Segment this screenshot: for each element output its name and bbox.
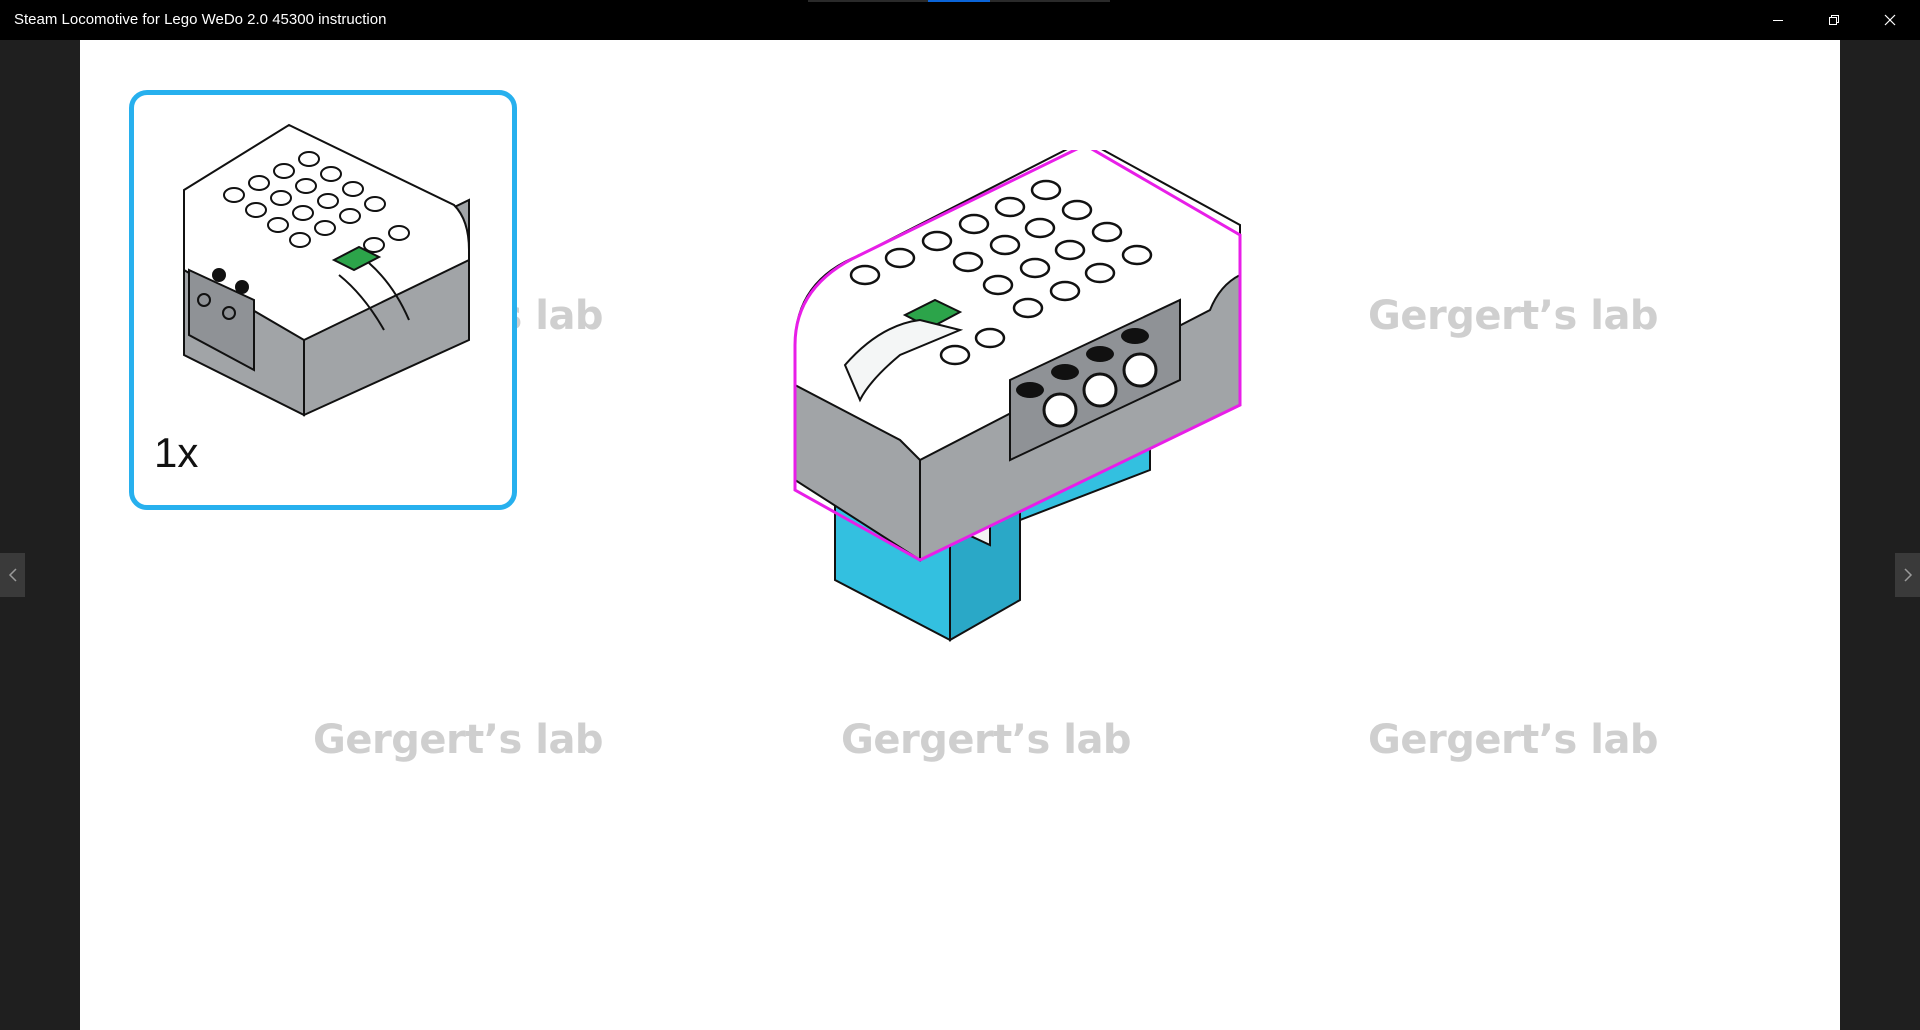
chevron-left-icon [8, 568, 17, 582]
previous-page-button[interactable] [0, 553, 25, 597]
chevron-right-icon [1903, 568, 1912, 582]
document-viewer: Gergert’s lab Gergert’s lab Gergert’s la… [0, 40, 1920, 1030]
watermark: Gergert’s lab [1368, 717, 1659, 763]
title-accent-strip [808, 0, 1110, 2]
restore-button[interactable] [1806, 0, 1862, 40]
title-bar: Steam Locomotive for Lego WeDo 2.0 45300… [0, 0, 1920, 40]
restore-icon [1829, 15, 1839, 25]
close-icon [1884, 14, 1896, 26]
minimize-button[interactable] [1750, 0, 1806, 40]
next-page-button[interactable] [1895, 553, 1920, 597]
parts-list-box: 1x [129, 90, 517, 510]
window-title: Steam Locomotive for Lego WeDo 2.0 45300… [14, 11, 387, 28]
part-quantity: 1x [154, 429, 199, 476]
minimize-icon [1773, 20, 1783, 21]
watermark: Gergert’s lab [1368, 293, 1659, 339]
close-button[interactable] [1862, 0, 1918, 40]
watermark: Gergert’s lab [313, 717, 604, 763]
assembly-step-illustration [793, 150, 1242, 642]
instruction-page: Gergert’s lab Gergert’s lab Gergert’s la… [80, 40, 1840, 1030]
smarthub-part-illustration [183, 123, 470, 417]
watermark: Gergert’s lab [841, 717, 1132, 763]
